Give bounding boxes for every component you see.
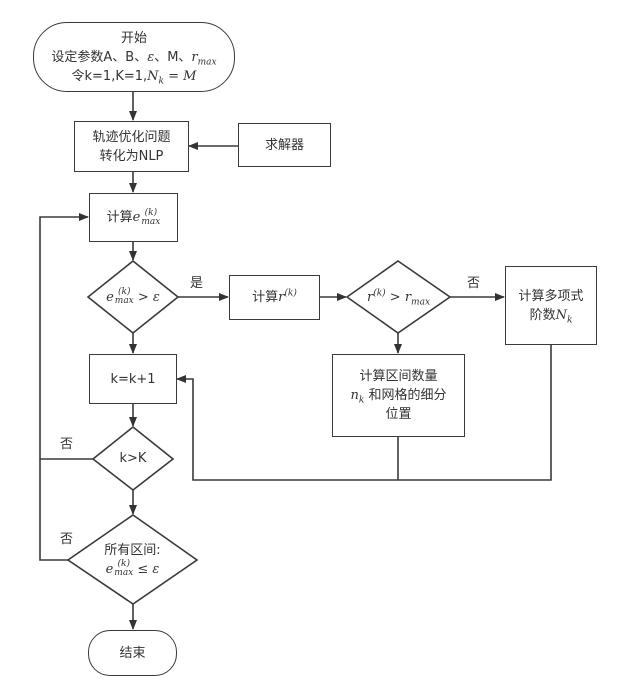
nlp-conversion-box: 轨迹优化问题 转化为NLP [74,121,189,172]
increment-k-box: k=k+1 [89,354,177,404]
edge-label-no-all: 否 [60,532,74,547]
edge-decision-k-no [39,213,93,460]
start-title: 开始 [120,30,147,46]
decision-all-intervals: 所有区间: e(k)max ≤ ε [104,542,161,578]
end-node: 结束 [88,630,177,676]
edge-decision-all-no [39,459,68,561]
edge-label-no-k: 否 [60,437,74,452]
decision-emax-gt-eps: e(k)max > ε [106,287,160,306]
decision-r-gt-rmax: r(k) > rmax [366,288,431,308]
start-node: 开始 设定参数A、B、ε、M、rmax 令k=1,K=1,Nk = M [33,22,235,92]
start-init: 令k=1,K=1,Nk = M [71,68,197,87]
edge-label-yes: 是 [190,276,204,291]
compute-intervals-box: 计算区间数量 nk 和网格的细分 位置 [332,354,465,437]
solver-box: 求解器 [238,123,331,167]
edge-label-no-r: 否 [467,276,481,291]
edge-polynomial-return [176,345,552,481]
decision-r-shape [345,260,452,334]
compute-r-box: 计算r(k) [229,275,320,320]
compute-polynomial-order-box: 计算多项式 阶数Nk [505,266,597,345]
decision-k-shape [91,425,175,492]
start-params: 设定参数A、B、ε、M、rmax [51,49,217,68]
decision-k-gt-K: k>K [119,451,147,466]
compute-emax-box: 计算e(k)max [89,193,178,242]
decision-all-shape [66,514,199,605]
decision-e-shape [86,259,180,335]
